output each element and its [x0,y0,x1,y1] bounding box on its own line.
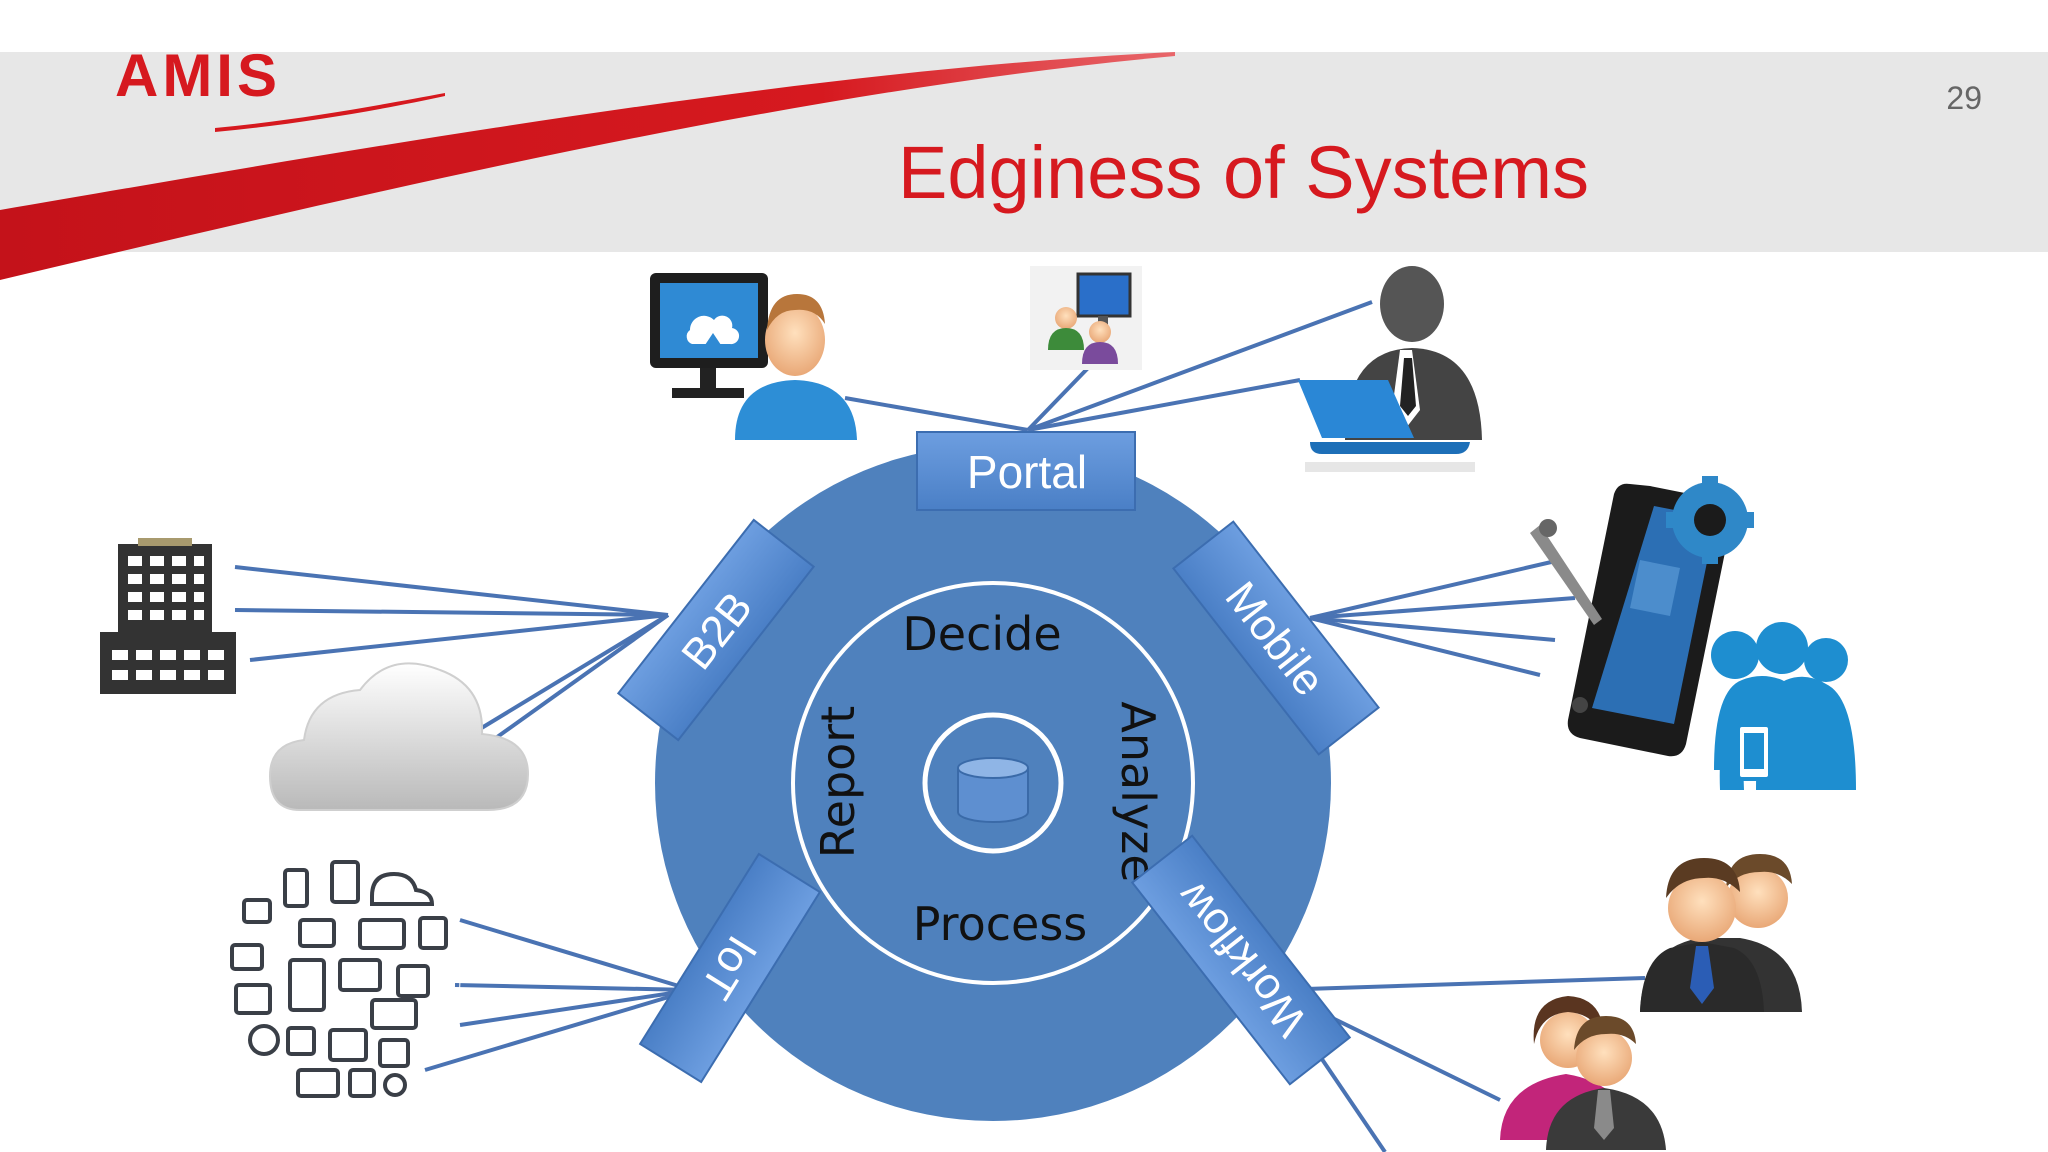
channel-iot[interactable]: IoT [638,852,822,1084]
page-title: Edginess of Systems [898,131,1589,214]
ring-label-decide: Decide [902,607,1061,661]
iot-devices-icon [229,860,461,1098]
process-ring [791,581,1195,985]
cloud-icon [268,662,530,811]
page-number: 29 [1946,80,1982,116]
mobile-users-icon [1711,622,1856,790]
ring-label-analyze: Analyze [1111,701,1165,882]
smartphone-gear-icon [1530,476,1754,757]
business-people-icon [1640,854,1802,1012]
businessman-laptop-icon [1298,266,1482,472]
user-at-computer-icon [650,273,857,440]
users-computer-icon [1030,266,1142,370]
header-band [0,52,2048,280]
amis-logo: AMIS [115,42,281,109]
ring-label-report: Report [811,706,865,859]
svg-text:AMIS: AMIS [115,42,281,109]
database-icon [957,757,1029,823]
team-people-icon [1500,996,1666,1150]
channel-portal[interactable]: Portal [916,431,1136,511]
core-ring [922,712,1064,854]
ring-label-process: Process [913,897,1088,951]
channel-label: Portal [967,446,1087,498]
office-building-icon [100,538,236,694]
